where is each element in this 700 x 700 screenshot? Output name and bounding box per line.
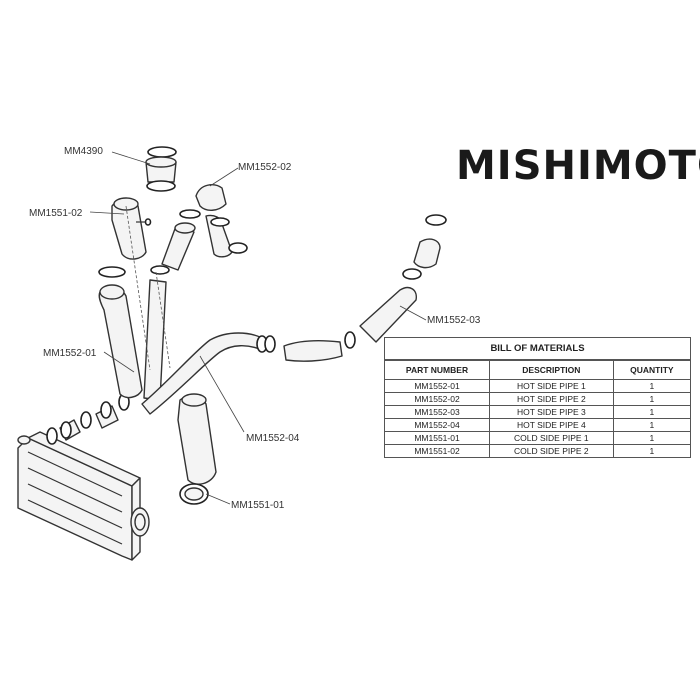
table-row: MM1552-03 HOT SIDE PIPE 3 1	[385, 405, 690, 419]
table-row: MM1552-02 HOT SIDE PIPE 2 1	[385, 392, 690, 406]
bom-quantity: 1	[612, 392, 690, 406]
bom-part-number: MM1551-02	[385, 444, 491, 457]
bom-col-quantity: QUANTITY	[612, 360, 690, 380]
brand-logo: MISHIMOTO	[456, 143, 700, 189]
hot-side-pipe-3	[283, 214, 447, 362]
callout-mm1551-01: MM1551-01	[231, 500, 285, 511]
hot-side-pipe-4	[141, 332, 276, 415]
table-row: MM1551-02 COLD SIDE PIPE 2 1	[385, 444, 690, 457]
callout-mm4390: MM4390	[64, 146, 103, 157]
bom-header-row: PART NUMBER DESCRIPTION QUANTITY	[385, 360, 690, 380]
callout-mm1551-02: MM1551-02	[29, 208, 83, 219]
bom-quantity: 1	[612, 405, 690, 419]
coupler-mm4390	[145, 146, 177, 192]
bom-part-number: MM1552-01	[385, 379, 491, 393]
intercooler-core	[17, 431, 150, 561]
bom-part-number: MM1552-04	[385, 418, 491, 432]
bom-part-number: MM1552-02	[385, 392, 491, 406]
callout-mm1552-01: MM1552-01	[43, 348, 97, 359]
callout-mm1552-04: MM1552-04	[246, 433, 300, 444]
bom-part-number: MM1551-01	[385, 431, 491, 445]
table-row: MM1552-01 HOT SIDE PIPE 1 1	[385, 379, 690, 393]
bom-part-number: MM1552-03	[385, 405, 491, 419]
table-row: MM1552-04 HOT SIDE PIPE 4 1	[385, 418, 690, 432]
bom-quantity: 1	[612, 444, 690, 457]
bom-quantity: 1	[612, 379, 690, 393]
bom-description: COLD SIDE PIPE 2	[489, 444, 614, 457]
hot-side-pipe-2	[143, 184, 248, 401]
assembly-line-2	[155, 271, 171, 369]
bom-table: PART NUMBER DESCRIPTION QUANTITY MM1552-…	[385, 360, 690, 457]
hot-side-pipe-1	[98, 266, 143, 399]
bom-quantity: 1	[612, 418, 690, 432]
table-row: MM1551-01 COLD SIDE PIPE 1 1	[385, 431, 690, 445]
bom-title: BILL OF MATERIALS	[385, 338, 690, 360]
inlet-couplers	[46, 393, 130, 445]
assembly-line-1	[125, 205, 151, 371]
bom-description: HOT SIDE PIPE 4	[489, 418, 614, 432]
bom-description: HOT SIDE PIPE 1	[489, 379, 614, 393]
bom-description: HOT SIDE PIPE 3	[489, 405, 614, 419]
bom-quantity: 1	[612, 431, 690, 445]
bill-of-materials: BILL OF MATERIALS PART NUMBER DESCRIPTIO…	[384, 337, 691, 458]
callout-mm1552-03: MM1552-03	[427, 315, 481, 326]
cold-side-pipe-1	[177, 393, 217, 505]
bom-description: HOT SIDE PIPE 2	[489, 392, 614, 406]
callout-leaders	[89, 151, 427, 505]
cold-side-pipe-2	[111, 197, 152, 260]
bom-description: COLD SIDE PIPE 1	[489, 431, 614, 445]
callout-mm1552-02: MM1552-02	[238, 162, 292, 173]
bom-col-description: DESCRIPTION	[489, 360, 614, 380]
bom-col-part-number: PART NUMBER	[385, 360, 491, 380]
